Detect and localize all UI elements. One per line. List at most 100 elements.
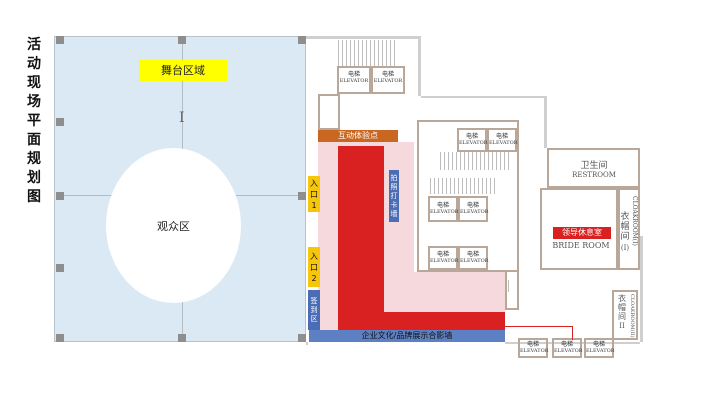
vip-lounge-label: 领导休息室 [553, 227, 611, 239]
elevator-en-text: ELEVATOR [586, 348, 615, 354]
restroom-en-text: RESTROOM [572, 171, 616, 179]
core-block [417, 120, 519, 272]
pillar [178, 36, 186, 44]
elevator-cn-text: 电梯 [526, 341, 539, 348]
route-line [505, 326, 573, 327]
outer-wall [640, 236, 643, 342]
checkin-area: 签到区 [308, 290, 320, 330]
elevator-room [337, 66, 371, 94]
elevator-cn-text: 电梯 [465, 133, 478, 140]
audience-area-label: 观众区 [157, 219, 190, 233]
cloakroom-1-num: (I) [620, 244, 630, 252]
elevator-label: 电梯 ELEVATOR [460, 202, 489, 216]
outer-wall [505, 342, 640, 344]
corridor-block [505, 270, 519, 310]
entrance-1-label: 入口1 [310, 178, 318, 210]
elevator-label: 电梯 ELEVATOR [489, 133, 518, 147]
outer-wall [306, 36, 418, 39]
elevator-cn-text: 电梯 [347, 71, 360, 78]
route-line [572, 326, 573, 340]
elevator-en-text: ELEVATOR [554, 348, 583, 354]
staircase [440, 152, 512, 170]
outer-wall [544, 96, 547, 148]
elevator-label: 电梯 ELEVATOR [373, 71, 403, 85]
service-corridor [318, 94, 340, 130]
elevator-cn-text: 电梯 [466, 251, 479, 258]
elevator-cn-text: 电梯 [381, 71, 394, 78]
pillar [56, 36, 64, 44]
elevator-label: 电梯 ELEVATOR [339, 71, 369, 85]
hall-number: I [179, 110, 185, 126]
cloakroom-1 [618, 188, 640, 270]
entrance-2-label: 入口2 [310, 251, 318, 283]
elevator-room [518, 338, 548, 358]
elevator-room [458, 246, 488, 270]
culture-wall-label: 企业文化/品牌展示合影墙 [309, 330, 505, 342]
cloakroom-2 [612, 290, 638, 340]
elevator-room [428, 196, 458, 222]
entrance-1: 入口1 [308, 176, 320, 212]
elevator-label: 电梯 ELEVATOR [430, 202, 459, 216]
restroom-label: 卫生间 RESTROOM [556, 158, 632, 179]
elevator-en-text: ELEVATOR [460, 209, 489, 215]
photo-wall-label: 拍照打卡墙 [390, 173, 398, 218]
elevator-en-text: ELEVATOR [460, 258, 489, 264]
pillar [178, 334, 186, 342]
stage-area-label: 舞台区域 [139, 60, 227, 81]
pillar [56, 192, 64, 200]
red-zone-horizontal [384, 312, 505, 330]
elevator-en-text: ELEVATOR [520, 348, 549, 354]
cloakroom-2-num: II [619, 322, 625, 330]
pillar [298, 334, 306, 342]
elevator-cn-text: 电梯 [436, 251, 449, 258]
cloakroom-2-cn: 衣帽间 [618, 294, 626, 321]
staircase [338, 40, 398, 66]
elevator-en-text: ELEVATOR [339, 78, 369, 84]
elevator-en-text: ELEVATOR [430, 258, 459, 264]
restroom [547, 148, 640, 188]
elevator-label: 电梯 ELEVATOR [430, 251, 459, 265]
photo-wall: 拍照打卡墙 [389, 170, 399, 222]
outer-wall [418, 36, 421, 96]
bride-room-label: BRIDE ROOM [552, 241, 610, 250]
elevator-en-text: ELEVATOR [430, 209, 459, 215]
elevator-cn-text: 电梯 [495, 133, 508, 140]
interactive-point-label: 互动体验点 [318, 130, 398, 142]
page-title: 活动现场平面规划图 [27, 37, 41, 205]
elevator-room [371, 66, 405, 94]
elevator-en-text: ELEVATOR [373, 78, 403, 84]
elevator-label: 电梯 ELEVATOR [460, 251, 489, 265]
staircase [430, 178, 498, 194]
pillar [298, 192, 306, 200]
entrance-2: 入口2 [308, 247, 320, 287]
elevator-room [552, 338, 582, 358]
elevator-label: 电梯 ELEVATOR [586, 341, 615, 355]
elevator-label: 电梯 ELEVATOR [459, 133, 488, 147]
audience-area: 观众区 [106, 148, 241, 303]
elevator-cn-text: 电梯 [560, 341, 573, 348]
elevator-cn-text: 电梯 [592, 341, 605, 348]
elevator-label: 电梯 ELEVATOR [520, 341, 549, 355]
outer-wall [421, 96, 547, 98]
outer-wall [306, 342, 308, 345]
cloakroom-1-cn: 衣帽间 [620, 212, 630, 242]
bride-room [540, 188, 618, 270]
elevator-room [428, 246, 458, 270]
elevator-cn-text: 电梯 [436, 202, 449, 209]
elevator-cn-text: 电梯 [466, 202, 479, 209]
pillar [298, 36, 306, 44]
elevator-en-text: ELEVATOR [489, 140, 518, 146]
pillar [56, 264, 64, 272]
elevator-room [487, 128, 517, 152]
checkin-area-label: 签到区 [310, 296, 318, 323]
elevator-en-text: ELEVATOR [459, 140, 488, 146]
cloakroom-1-en: CLOAKROOM(I) [631, 196, 638, 246]
pillar [56, 118, 64, 126]
restroom-cn-text: 卫生间 [580, 161, 608, 171]
elevator-room [584, 338, 614, 358]
elevator-label: 电梯 ELEVATOR [554, 341, 583, 355]
elevator-room [458, 196, 488, 222]
pillar [56, 334, 64, 342]
red-zone-vertical [338, 146, 384, 330]
cloakroom-2-en: CLOAKROOM(II) [629, 294, 635, 338]
